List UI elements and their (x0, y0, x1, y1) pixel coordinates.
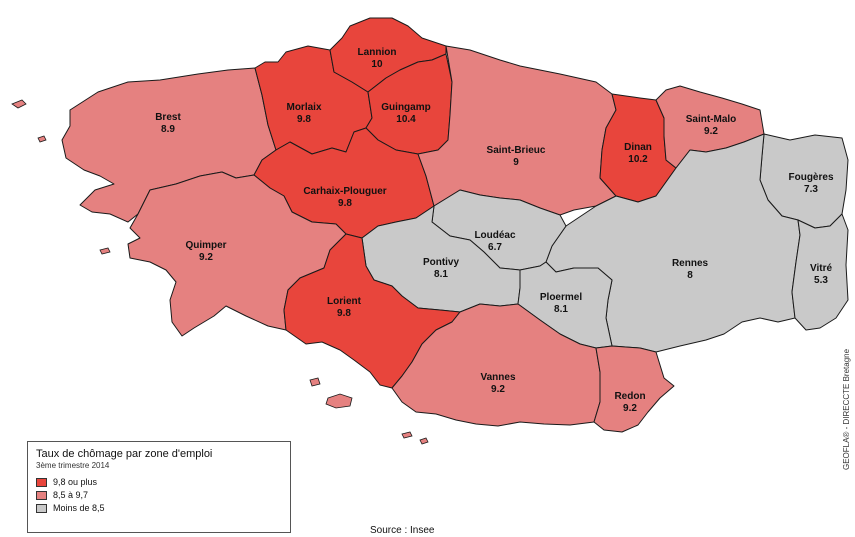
legend-label: 8,5 à 9,7 (53, 490, 89, 500)
legend-title: Taux de chômage par zone d'emploi (36, 448, 213, 460)
zone-saint-brieuc[interactable] (417, 45, 617, 216)
legend-swatch-high (36, 478, 47, 487)
island-ushant (11, 99, 27, 109)
map-legend: Taux de chômage par zone d'emploi 3ème t… (27, 441, 291, 533)
island-molene (37, 135, 47, 143)
legend-item-low: Moins de 8,5 (36, 502, 282, 515)
legend-item-high: 9,8 ou plus (36, 476, 282, 489)
legend-item-mid: 8,5 à 9,7 (36, 489, 282, 502)
island-sein (99, 247, 111, 255)
island-houat (401, 431, 413, 439)
legend-swatch-low (36, 504, 47, 513)
legend-label: Moins de 8,5 (53, 503, 105, 513)
legend-swatch-mid (36, 491, 47, 500)
island-belle-ile (325, 393, 353, 409)
legend-subtitle: 3ème trimestre 2014 (36, 461, 110, 470)
island-groix (309, 377, 321, 387)
map-credit: GEOFLA® - DIRECCTE Bretagne (842, 348, 851, 470)
legend-label: 9,8 ou plus (53, 477, 98, 487)
zone-vitre[interactable] (791, 213, 849, 331)
zone-redon[interactable] (593, 345, 675, 433)
source-note: Source : Insee (370, 525, 435, 536)
zone-lorient[interactable] (283, 233, 461, 389)
island-hoedic (419, 437, 429, 445)
